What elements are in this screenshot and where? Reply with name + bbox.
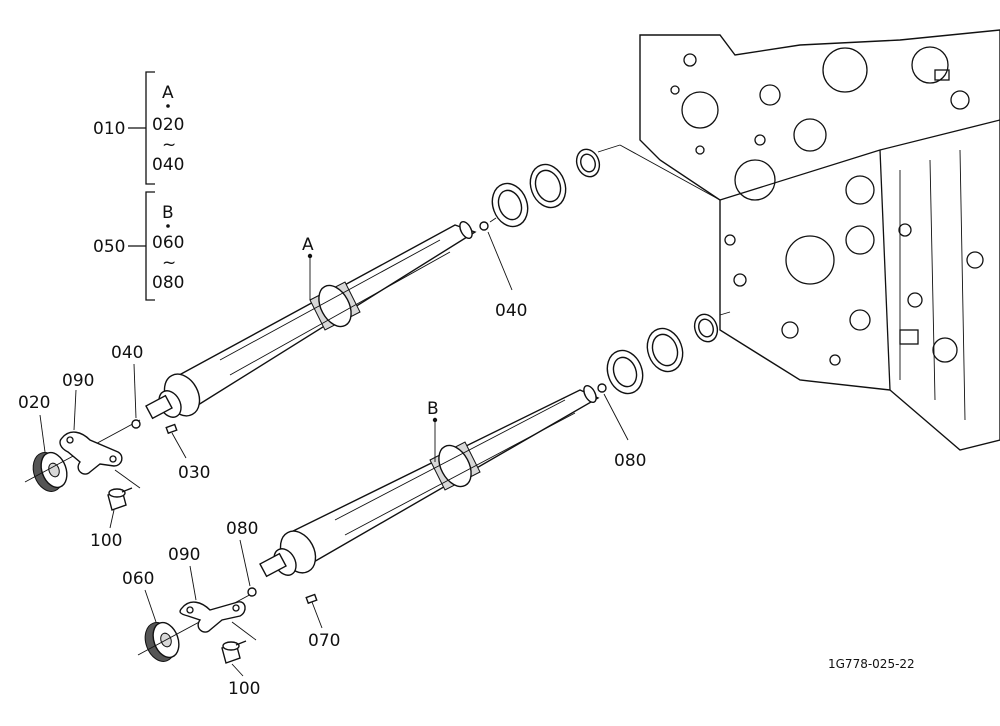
figure-id: 1G778-025-22 <box>828 657 915 671</box>
bushing-set-a <box>491 148 601 228</box>
plate-b <box>179 601 246 633</box>
callout-bushing-b: 080 <box>614 451 646 471</box>
legend-dot-2 <box>166 224 170 228</box>
shaft-b <box>259 385 600 578</box>
callout-leaders <box>39 231 629 677</box>
legend-group-2: 050 B 060 ~ 080 <box>93 191 184 301</box>
callout-gear-a: 020 <box>18 393 50 413</box>
guide-line-lower <box>719 311 731 316</box>
legend-code-1: 010 <box>93 119 125 139</box>
legend-letter-2: B <box>162 203 174 223</box>
callout-bolt-b: 100 <box>228 679 260 699</box>
callout-gear-b: 060 <box>122 569 154 589</box>
key-a <box>165 423 178 435</box>
callout-bolt-a: 100 <box>90 531 122 551</box>
guide-line-upper <box>597 144 721 201</box>
ball-a-front <box>131 419 141 429</box>
bolt-b <box>221 640 247 664</box>
legend-from-1: 020 <box>152 115 184 135</box>
bolt-a <box>107 487 133 511</box>
callout-shaft-a: A <box>302 235 314 255</box>
gear-a <box>32 451 68 492</box>
ball-b-front <box>247 587 257 597</box>
callout-shaft-b: B <box>427 399 439 419</box>
legend-to-2: 080 <box>152 273 184 293</box>
callout-key-b: 070 <box>308 631 340 651</box>
engine-block <box>639 29 1000 451</box>
legend-group-1: 010 A 020 ~ 040 <box>93 71 184 185</box>
key-b <box>305 593 318 605</box>
callout-ball-b: 080 <box>226 519 258 539</box>
legend-tilde-1: ~ <box>162 135 176 155</box>
callout-ball-a: 040 <box>111 343 143 363</box>
ball-a-near-bushing <box>479 221 489 231</box>
legend-from-2: 060 <box>152 233 184 253</box>
callout-plate-a: 090 <box>62 371 94 391</box>
bushing-set-b <box>606 313 719 395</box>
callout-bushing-a: 040 <box>495 301 527 321</box>
legend-tilde-2: ~ <box>162 253 176 273</box>
legend-letter-1: A <box>162 83 174 103</box>
ball-b-near-bushing <box>597 383 607 393</box>
gear-b <box>144 621 180 662</box>
legend-code-2: 050 <box>93 237 125 257</box>
shaft-a <box>145 221 477 420</box>
legend-to-1: 040 <box>152 155 184 175</box>
plate-a <box>59 431 123 475</box>
callout-key-a: 030 <box>178 463 210 483</box>
legend-dot-1 <box>166 104 170 108</box>
callout-plate-b: 090 <box>168 545 200 565</box>
